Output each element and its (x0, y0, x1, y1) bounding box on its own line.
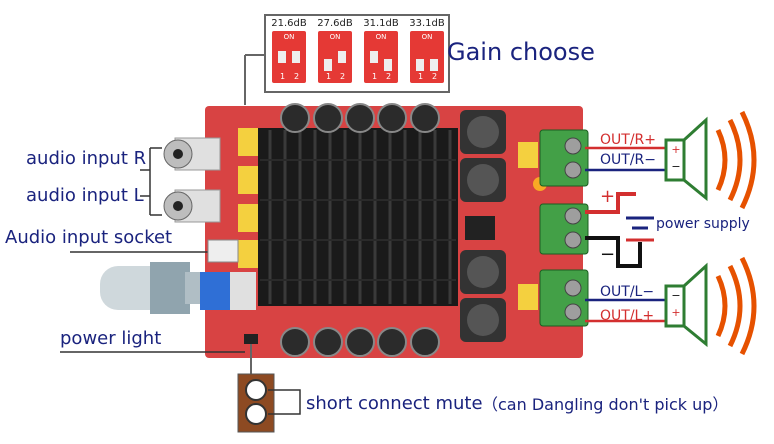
speaker-r-minus: − (671, 160, 681, 173)
yellow-capacitor (238, 128, 260, 156)
audio-input-socket-label: Audio input socket (5, 227, 173, 248)
mute-label: short connect mute (306, 393, 483, 414)
switch-num: 2 (340, 72, 346, 81)
speaker-icon-left (664, 256, 757, 356)
on-label: ON (283, 33, 295, 41)
terminal-blocks (539, 129, 589, 327)
bottom-capacitors (280, 327, 440, 357)
out-r-plus-label: OUT/R+ (600, 132, 656, 148)
power-supply-label: power supply (656, 216, 750, 232)
power-plus-label: + (600, 186, 616, 207)
gain-value: 27.6dB (317, 18, 353, 29)
out-r-minus-label: OUT/R− (600, 152, 656, 168)
switch-num: 1 (326, 72, 332, 81)
speaker-l-plus: + (671, 306, 681, 319)
on-label: ON (329, 33, 341, 41)
mute-note: （can Dangling don't pick up） (482, 395, 729, 414)
volume-knob-icon (100, 262, 210, 314)
rca-socket-l (163, 189, 221, 223)
switch-num: 2 (294, 72, 300, 81)
out-l-plus-label: OUT/L+ (600, 308, 655, 324)
inductors (460, 110, 506, 342)
speaker-icon-right (664, 110, 757, 210)
heatsink (258, 128, 458, 306)
gain-value: 21.6dB (271, 18, 307, 29)
dip-switch-21-6db[interactable]: 21.6dB ON 1 2 (268, 18, 310, 88)
switch-num: 1 (372, 72, 378, 81)
on-label: ON (375, 33, 387, 41)
speaker-l-minus: − (671, 289, 681, 302)
dip-switch-27-6db[interactable]: 27.6dB ON 1 2 (314, 18, 356, 88)
gain-value: 31.1dB (363, 18, 399, 29)
power-light-label: power light (60, 328, 162, 349)
switch-num: 1 (280, 72, 286, 81)
switch-num: 2 (432, 72, 438, 81)
switch-num: 2 (386, 72, 392, 81)
dip-switch-31-1db[interactable]: 31.1dB ON 1 2 (360, 18, 402, 88)
switch-num: 1 (418, 72, 424, 81)
audio-input-r-label: audio input R (26, 148, 147, 169)
out-l-minus-label: OUT/L− (600, 284, 655, 300)
audio-input-l-label: audio input L (26, 185, 144, 206)
on-label: ON (421, 33, 433, 41)
power-supply-icon (585, 192, 654, 268)
yellow-capacitor (238, 166, 260, 194)
mute-header (237, 344, 301, 433)
gain-switch-panel: 21.6dB ON 1 2 27.6dB ON 1 2 31.1dB ON 1 … (264, 14, 450, 93)
rca-socket-r (163, 137, 221, 171)
blue-potentiometer (200, 272, 230, 310)
top-capacitors (280, 103, 440, 133)
yellow-capacitor (238, 240, 260, 268)
speaker-r-plus: + (671, 143, 681, 156)
gain-choose-label: Gain choose (447, 38, 595, 66)
yellow-capacitor (238, 204, 260, 232)
power-minus-label: − (600, 244, 616, 265)
dip-switch-33-1db[interactable]: 33.1dB ON 1 2 (406, 18, 448, 88)
gain-value: 33.1dB (409, 18, 445, 29)
